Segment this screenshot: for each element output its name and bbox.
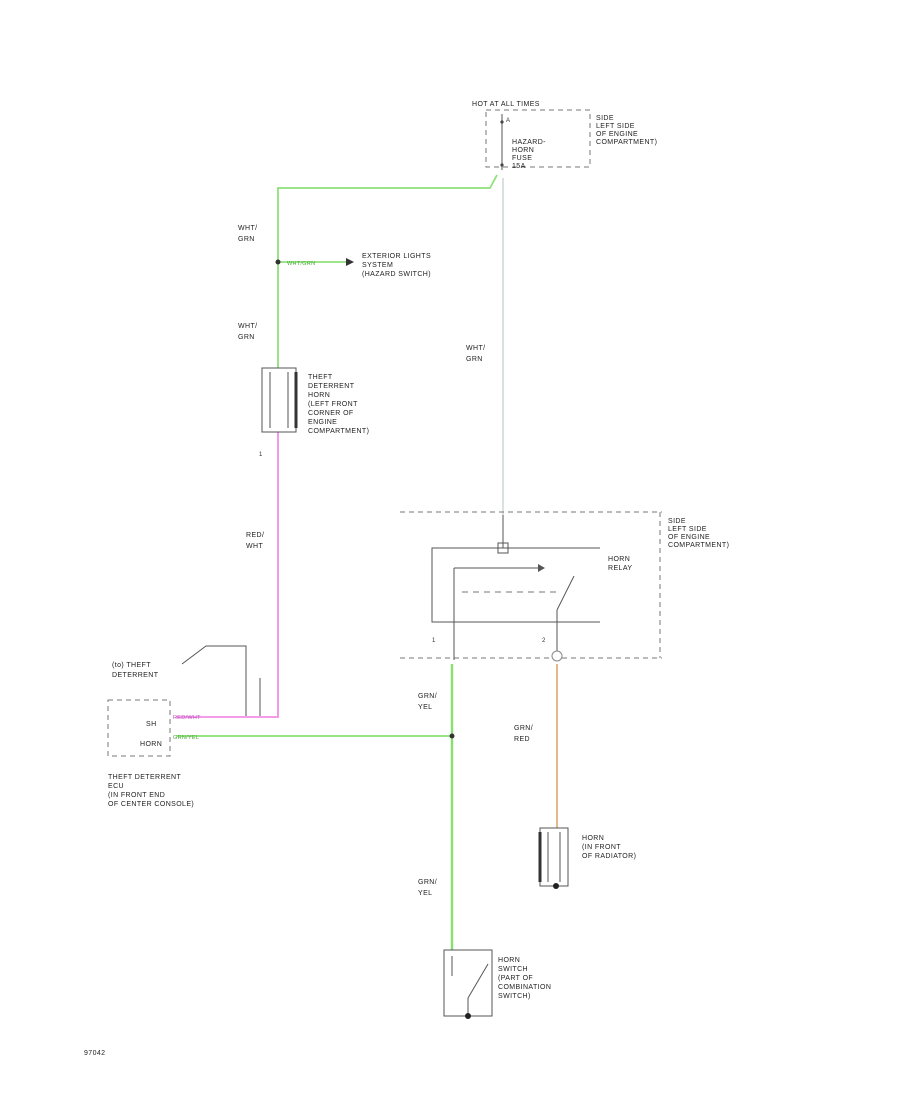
- wire-label-grn-red-1: GRN/: [514, 725, 533, 732]
- diagram-id: 97042: [84, 1050, 105, 1057]
- fuse-location-line2: LEFT SIDE: [596, 123, 635, 130]
- theft-horn-pin: 1: [259, 452, 263, 458]
- wire-label-wht-grn-top-2: GRN: [238, 236, 255, 243]
- inline-label-wht-grn: WHT/GRN: [287, 261, 315, 267]
- horn-switch-line1: HORN: [498, 957, 520, 964]
- inline-label-red-wht: RED/WHT: [173, 715, 201, 721]
- fuse-block-header: HOT AT ALL TIMES: [472, 101, 540, 108]
- theft-callout-line2: DETERRENT: [112, 672, 159, 679]
- relay-location-line4: COMPARTMENT): [668, 542, 729, 549]
- horn-relay-line1: HORN: [608, 556, 630, 563]
- wire-label-wht-grn-mid-2: GRN: [238, 334, 255, 341]
- fuse-block: HOT AT ALL TIMES A HAZARD- HORN FUSE 15A…: [472, 101, 657, 170]
- horn-relay-line2: RELAY: [608, 565, 632, 572]
- wire-wht-grn-top: [277, 174, 498, 368]
- horn-front-radiator: HORN (IN FRONT OF RADIATOR): [538, 827, 636, 889]
- theft-horn-line3: HORN: [308, 392, 330, 399]
- exterior-lights-line1: EXTERIOR LIGHTS: [362, 253, 431, 260]
- wire-label-grn-yel-bottom-2: YEL: [418, 890, 432, 897]
- ground-symbol: [553, 883, 559, 889]
- wire-label-wht-grn-top-1: WHT/: [238, 225, 257, 232]
- theft-ecu-line2: ECU: [108, 783, 124, 790]
- exterior-lights-line3: (HAZARD SWITCH): [362, 271, 431, 278]
- wire-label-wht-grn-mid-1: WHT/: [238, 323, 257, 330]
- fuse-location-line4: COMPARTMENT): [596, 139, 657, 146]
- wire-label-red-wht-2: WHT: [246, 543, 263, 550]
- theft-ecu-line4: OF CENTER CONSOLE): [108, 801, 194, 808]
- theft-ecu-line1: THEFT DETERRENT: [108, 774, 181, 781]
- theft-horn-line5: CORNER OF: [308, 410, 354, 417]
- horn-switch: HORN SWITCH (PART OF COMBINATION SWITCH): [443, 949, 551, 1019]
- horn-switch-line3: (PART OF: [498, 975, 533, 982]
- wire-label-wht-grn-right-2: GRN: [466, 356, 483, 363]
- theft-deterrent-ecu: (to) THEFT DETERRENT SH HORN THEFT DETER…: [107, 645, 261, 808]
- theft-callout-line1: (to) THEFT: [112, 662, 151, 669]
- arrow-exterior-lights: [346, 258, 354, 266]
- horn-switch-line4: COMBINATION: [498, 984, 551, 991]
- theft-ecu-box-line1: SH: [146, 721, 157, 728]
- splice-point: [275, 259, 281, 265]
- ground-symbol: [465, 1013, 471, 1019]
- fuse-label-line3: FUSE: [512, 155, 532, 162]
- horn-relay-box: 1 2 HORN RELAY SIDE LEFT SIDE OF ENGINE …: [400, 511, 729, 662]
- exterior-lights-line2: SYSTEM: [362, 262, 393, 269]
- relay-pin-2: 2: [542, 638, 546, 644]
- inline-label-grn-yel: GRN/YEL: [173, 735, 199, 741]
- theft-ecu-line3: (IN FRONT END: [108, 792, 165, 799]
- theft-ecu-outline: [107, 699, 171, 757]
- theft-horn-line7: COMPARTMENT): [308, 428, 369, 435]
- fuse-label-line2: HORN: [512, 147, 534, 154]
- horn-radiator-line1: HORN: [582, 835, 604, 842]
- wire-label-grn-yel-top-1: GRN/: [418, 693, 437, 700]
- fuse-terminal-top: [500, 120, 504, 124]
- wire-label-grn-yel-bottom-1: GRN/: [418, 879, 437, 886]
- theft-ecu-box-line2: HORN: [140, 741, 162, 748]
- horn-switch-line5: SWITCH): [498, 993, 531, 1000]
- theft-horn-line1: THEFT: [308, 374, 333, 381]
- wire-red-wht: [176, 432, 279, 718]
- theft-horn-line2: DETERRENT: [308, 383, 355, 390]
- fuse-location-line3: OF ENGINE: [596, 131, 638, 138]
- wire-label-red-wht-1: RED/: [246, 532, 264, 539]
- horn-switch-line2: SWITCH: [498, 966, 528, 973]
- relay-location-line1: SIDE: [668, 518, 686, 525]
- wire-label-wht-grn-right-1: WHT/: [466, 345, 485, 352]
- svg-text:A: A: [506, 118, 510, 124]
- relay-pin-1: 1: [432, 638, 436, 644]
- horn-radiator-line2: (IN FRONT: [582, 844, 621, 851]
- theft-horn-line6: ENGINE: [308, 419, 337, 426]
- theft-horn-line4: (LEFT FRONT: [308, 401, 358, 408]
- wire-label-grn-yel-top-2: YEL: [418, 704, 432, 711]
- fuse-location-line1: SIDE: [596, 115, 614, 122]
- fuse-label-line1: HAZARD-: [512, 139, 546, 146]
- fuse-label-line4: 15A: [512, 163, 526, 170]
- fuse-terminal-bottom: [500, 163, 504, 167]
- relay-location-line3: OF ENGINE: [668, 534, 710, 541]
- horn-radiator-line3: OF RADIATOR): [582, 853, 636, 860]
- relay-location-line2: LEFT SIDE: [668, 526, 707, 533]
- theft-deterrent-horn: 1 THEFT DETERRENT HORN (LEFT FRONT CORNE…: [259, 367, 369, 458]
- wire-label-grn-red-2: RED: [514, 736, 530, 743]
- splice-point: [449, 733, 455, 739]
